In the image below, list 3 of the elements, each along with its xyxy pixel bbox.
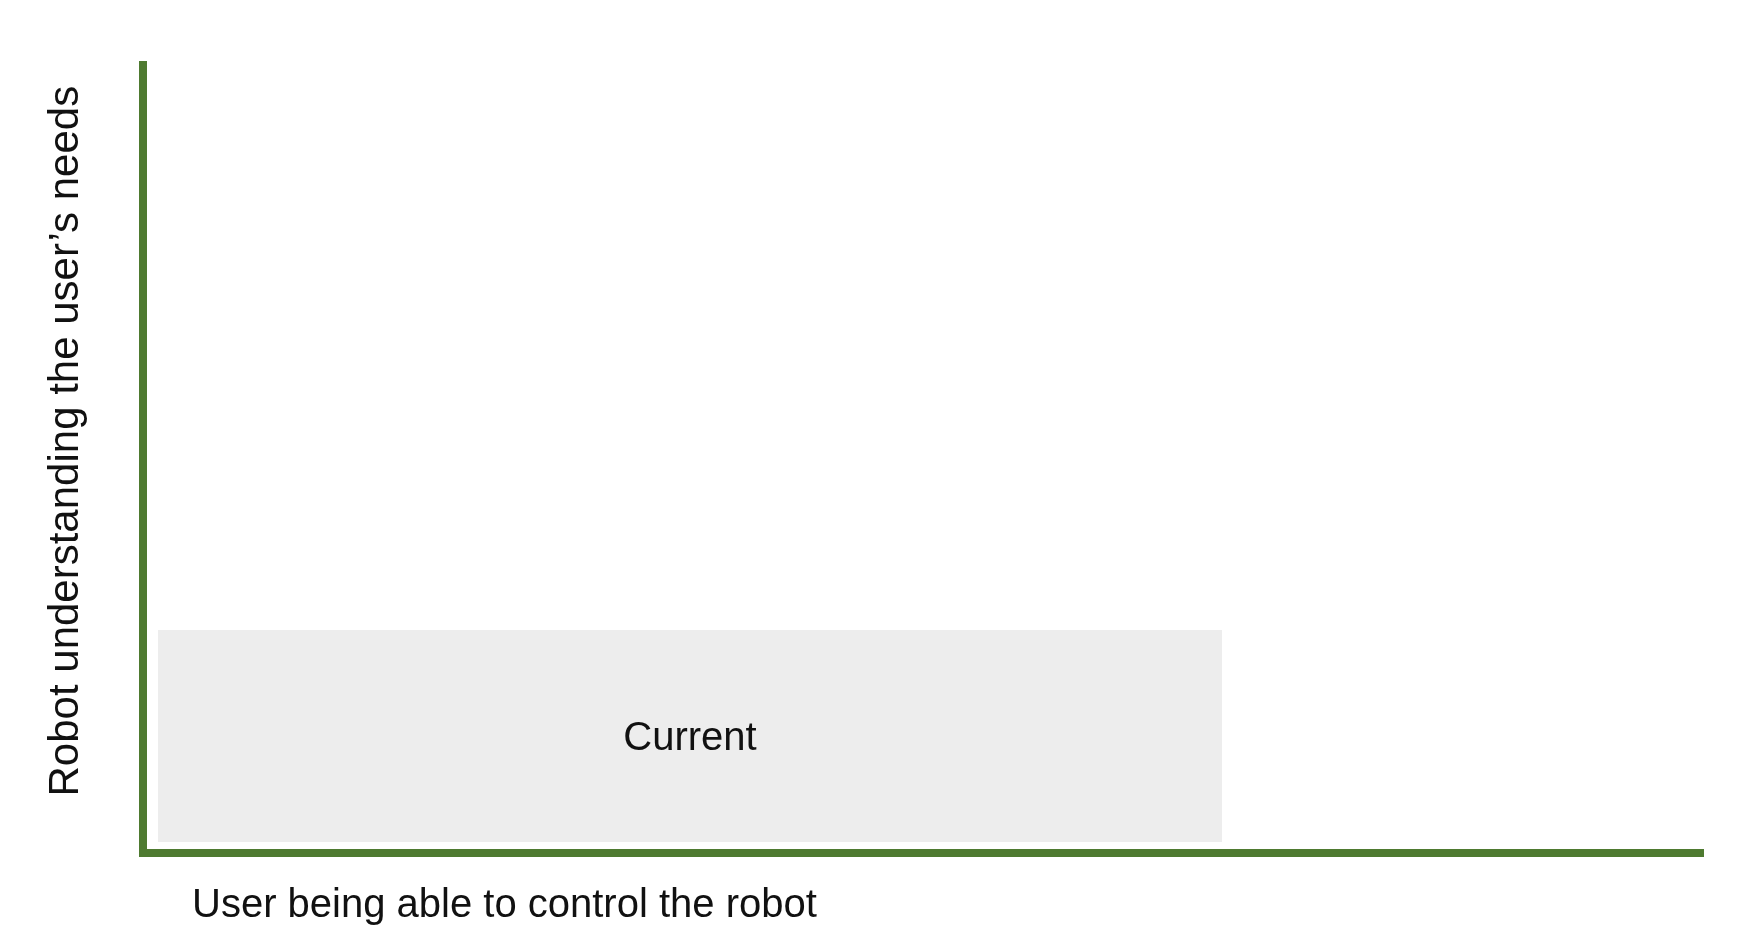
region-label: Current (623, 713, 757, 759)
y-axis-title: Robot understanding the user’s needs (39, 85, 88, 797)
x-axis-title: User being able to control the robot (192, 880, 817, 926)
